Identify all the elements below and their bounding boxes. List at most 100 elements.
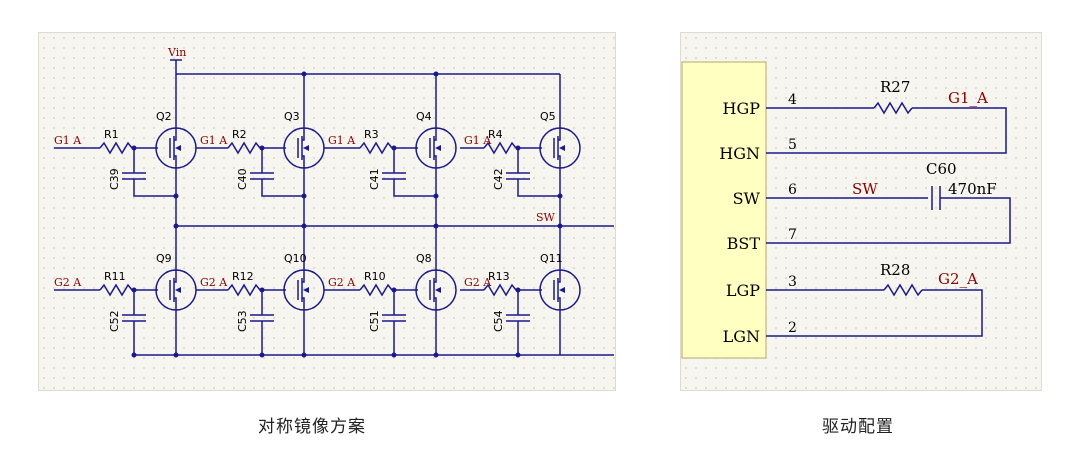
transistor-drain-lead bbox=[558, 128, 561, 141]
driver-ic-body bbox=[681, 61, 767, 359]
pin-number-label: 7 bbox=[788, 227, 797, 243]
junction-dot bbox=[173, 193, 179, 199]
transistor-arrow bbox=[175, 287, 181, 293]
gate-net-label: G2 A bbox=[464, 276, 492, 289]
g1-net-label: G1_A bbox=[948, 89, 988, 107]
resistor-label: R1 bbox=[104, 128, 119, 141]
junction-dot bbox=[259, 145, 265, 151]
ic-pin-sw: SW 6 bbox=[733, 182, 820, 208]
pin-name-label: HGN bbox=[719, 144, 760, 163]
junction-dot bbox=[433, 193, 439, 199]
junction-dot bbox=[301, 193, 307, 199]
gate-resistor bbox=[483, 141, 517, 155]
transistor-source-lead bbox=[174, 297, 177, 310]
cap-wire-bottom bbox=[261, 179, 304, 197]
c60-value-label: 470nF bbox=[948, 180, 997, 198]
junction-dot bbox=[557, 193, 563, 199]
junction-dot bbox=[433, 352, 439, 358]
transistor-label: Q4 bbox=[416, 110, 432, 123]
transistor-arrow bbox=[303, 287, 309, 293]
transistor-source-lead bbox=[434, 297, 437, 310]
transistor-drain-lead bbox=[174, 128, 177, 141]
g1-loop-wire bbox=[820, 107, 1007, 154]
sw-loop-wire bbox=[820, 197, 1011, 244]
transistor-arrow bbox=[559, 287, 565, 293]
transistor-label: Q11 bbox=[540, 252, 563, 265]
r28-zigzag bbox=[883, 283, 923, 297]
capacitor-label: C52 bbox=[108, 310, 121, 332]
sw-net-label-right: SW bbox=[852, 180, 878, 198]
cap-wire-bottom bbox=[517, 179, 560, 197]
transistor-drain-lead bbox=[434, 270, 437, 283]
transistor-drain-lead bbox=[174, 270, 177, 283]
gate-resistor bbox=[99, 283, 133, 297]
right-caption: 驱动配置 bbox=[822, 417, 894, 437]
pin-number-label: 4 bbox=[788, 92, 797, 108]
pin-name-label: SW bbox=[733, 189, 761, 208]
junction-dot bbox=[433, 71, 439, 77]
transistor-arrow bbox=[435, 145, 441, 151]
sw-net-label: SW bbox=[536, 211, 556, 224]
transistor-source-lead bbox=[302, 155, 305, 168]
transistor-drain-lead bbox=[434, 128, 437, 141]
junction-dot bbox=[173, 223, 179, 229]
junction-dot bbox=[301, 352, 307, 358]
cap-wire-bottom bbox=[393, 179, 436, 197]
transistor-arrow bbox=[559, 145, 565, 151]
junction-dot bbox=[433, 223, 439, 229]
resistor-label: R4 bbox=[488, 128, 503, 141]
transistor-label: Q2 bbox=[156, 110, 172, 123]
r27-label: R27 bbox=[880, 78, 910, 96]
gate-resistor bbox=[227, 141, 261, 155]
gate-net-label: G1 A bbox=[200, 134, 228, 147]
g2-loop-wire bbox=[820, 289, 983, 337]
c60-label: C60 bbox=[926, 160, 957, 178]
vin-label: Vin bbox=[167, 46, 186, 59]
g2-net-label: G2_A bbox=[938, 270, 978, 288]
ic-pin-hgp: HGP 4 bbox=[723, 92, 820, 118]
junction-dot bbox=[259, 287, 265, 293]
gate-resistor bbox=[227, 283, 261, 297]
junction-dot bbox=[301, 71, 307, 77]
transistor-arrow bbox=[435, 287, 441, 293]
gate-resistor bbox=[99, 141, 133, 155]
transistor-source-lead bbox=[434, 155, 437, 168]
junction-dot bbox=[131, 287, 137, 293]
left-caption: 对称镜像方案 bbox=[258, 417, 366, 437]
transistor-drain-lead bbox=[558, 270, 561, 283]
junction-dot bbox=[131, 352, 137, 358]
capacitor-label: C40 bbox=[236, 168, 249, 190]
pin-name-label: HGP bbox=[723, 99, 761, 118]
gate-net-label: G1 A bbox=[464, 134, 492, 147]
transistor-source-lead bbox=[558, 155, 561, 168]
ic-pin-lgp: LGP 3 bbox=[726, 274, 820, 300]
junction-dot bbox=[515, 352, 521, 358]
capacitor-label: C41 bbox=[368, 168, 381, 190]
junction-dot bbox=[515, 145, 521, 151]
resistor-label: R11 bbox=[104, 270, 126, 283]
pin-number-label: 6 bbox=[788, 182, 797, 198]
capacitor-label: C39 bbox=[108, 168, 121, 190]
pin-name-label: LGP bbox=[726, 281, 760, 300]
transistor-source-lead bbox=[174, 155, 177, 168]
capacitor-label: C54 bbox=[492, 310, 505, 332]
pin-number-label: 3 bbox=[788, 274, 797, 290]
transistor-arrow bbox=[175, 145, 181, 151]
resistor-label: R12 bbox=[232, 270, 254, 283]
junction-dot bbox=[515, 287, 521, 293]
transistor-source-lead bbox=[302, 297, 305, 310]
resistor-label: R2 bbox=[232, 128, 247, 141]
junction-dot bbox=[173, 352, 179, 358]
pin-number-label: 2 bbox=[788, 320, 797, 336]
junction-dot bbox=[557, 223, 563, 229]
